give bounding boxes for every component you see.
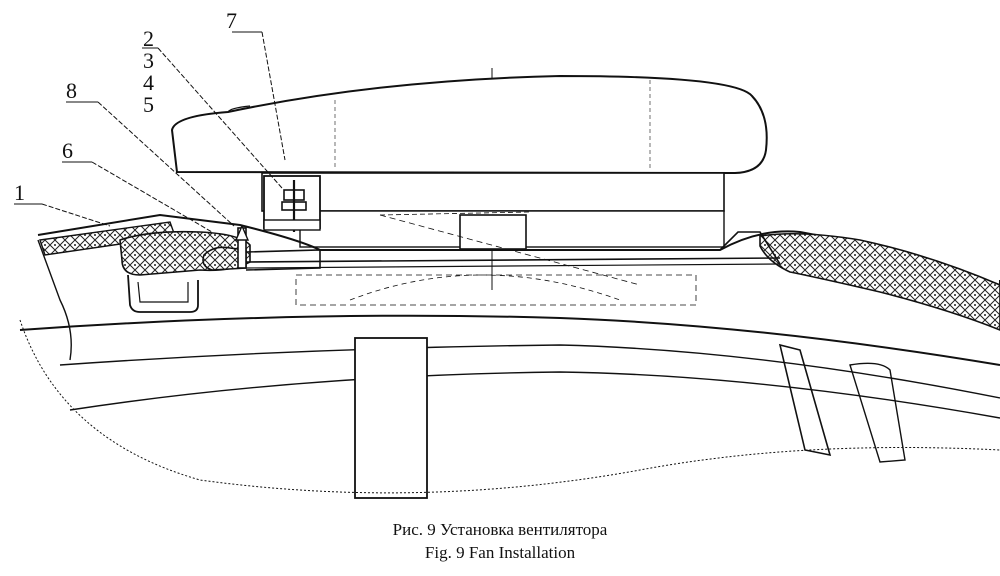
fan-grille bbox=[295, 274, 697, 306]
callout-4: 4 bbox=[143, 70, 154, 95]
screw-head bbox=[234, 224, 250, 241]
callout-5: 5 bbox=[143, 92, 154, 117]
motor-block bbox=[459, 214, 527, 250]
rail-end bbox=[719, 231, 781, 265]
fan-cover bbox=[170, 74, 768, 175]
bracket-foot bbox=[263, 219, 321, 231]
window-frame bbox=[778, 343, 832, 457]
lower-outline bbox=[19, 319, 1000, 494]
vertical-post bbox=[354, 337, 428, 499]
ceiling-line-3 bbox=[69, 371, 1000, 419]
leader-lines bbox=[14, 31, 286, 233]
blade-line bbox=[379, 211, 531, 216]
fan-cover-inner bbox=[227, 105, 251, 113]
window-frame-2 bbox=[849, 362, 906, 463]
ceiling-line-2 bbox=[59, 344, 1000, 399]
callout-8: 8 bbox=[66, 78, 77, 103]
caption-english: Fig. 9 Fan Installation bbox=[424, 543, 576, 562]
inner-frame-left bbox=[127, 274, 199, 313]
ceiling-line-1 bbox=[19, 314, 1000, 366]
cabin-wall bbox=[37, 239, 72, 361]
callout-1: 1 bbox=[14, 180, 25, 205]
grille-arc bbox=[349, 274, 621, 301]
fan-housing bbox=[261, 172, 725, 212]
rail-long bbox=[245, 257, 781, 263]
callout-2: 2 bbox=[143, 26, 154, 51]
rail-long bbox=[245, 263, 781, 269]
callout-3: 3 bbox=[143, 48, 154, 73]
fan-installation-drawing bbox=[14, 31, 1000, 499]
callout-6: 6 bbox=[62, 138, 73, 163]
mounting-rail bbox=[245, 249, 321, 271]
inner-frame-left-2 bbox=[137, 281, 189, 303]
callout-7: 7 bbox=[226, 8, 237, 33]
insulation-right bbox=[759, 232, 1000, 331]
caption-russian: Рис. 9 Установка вентилятора bbox=[392, 520, 608, 539]
